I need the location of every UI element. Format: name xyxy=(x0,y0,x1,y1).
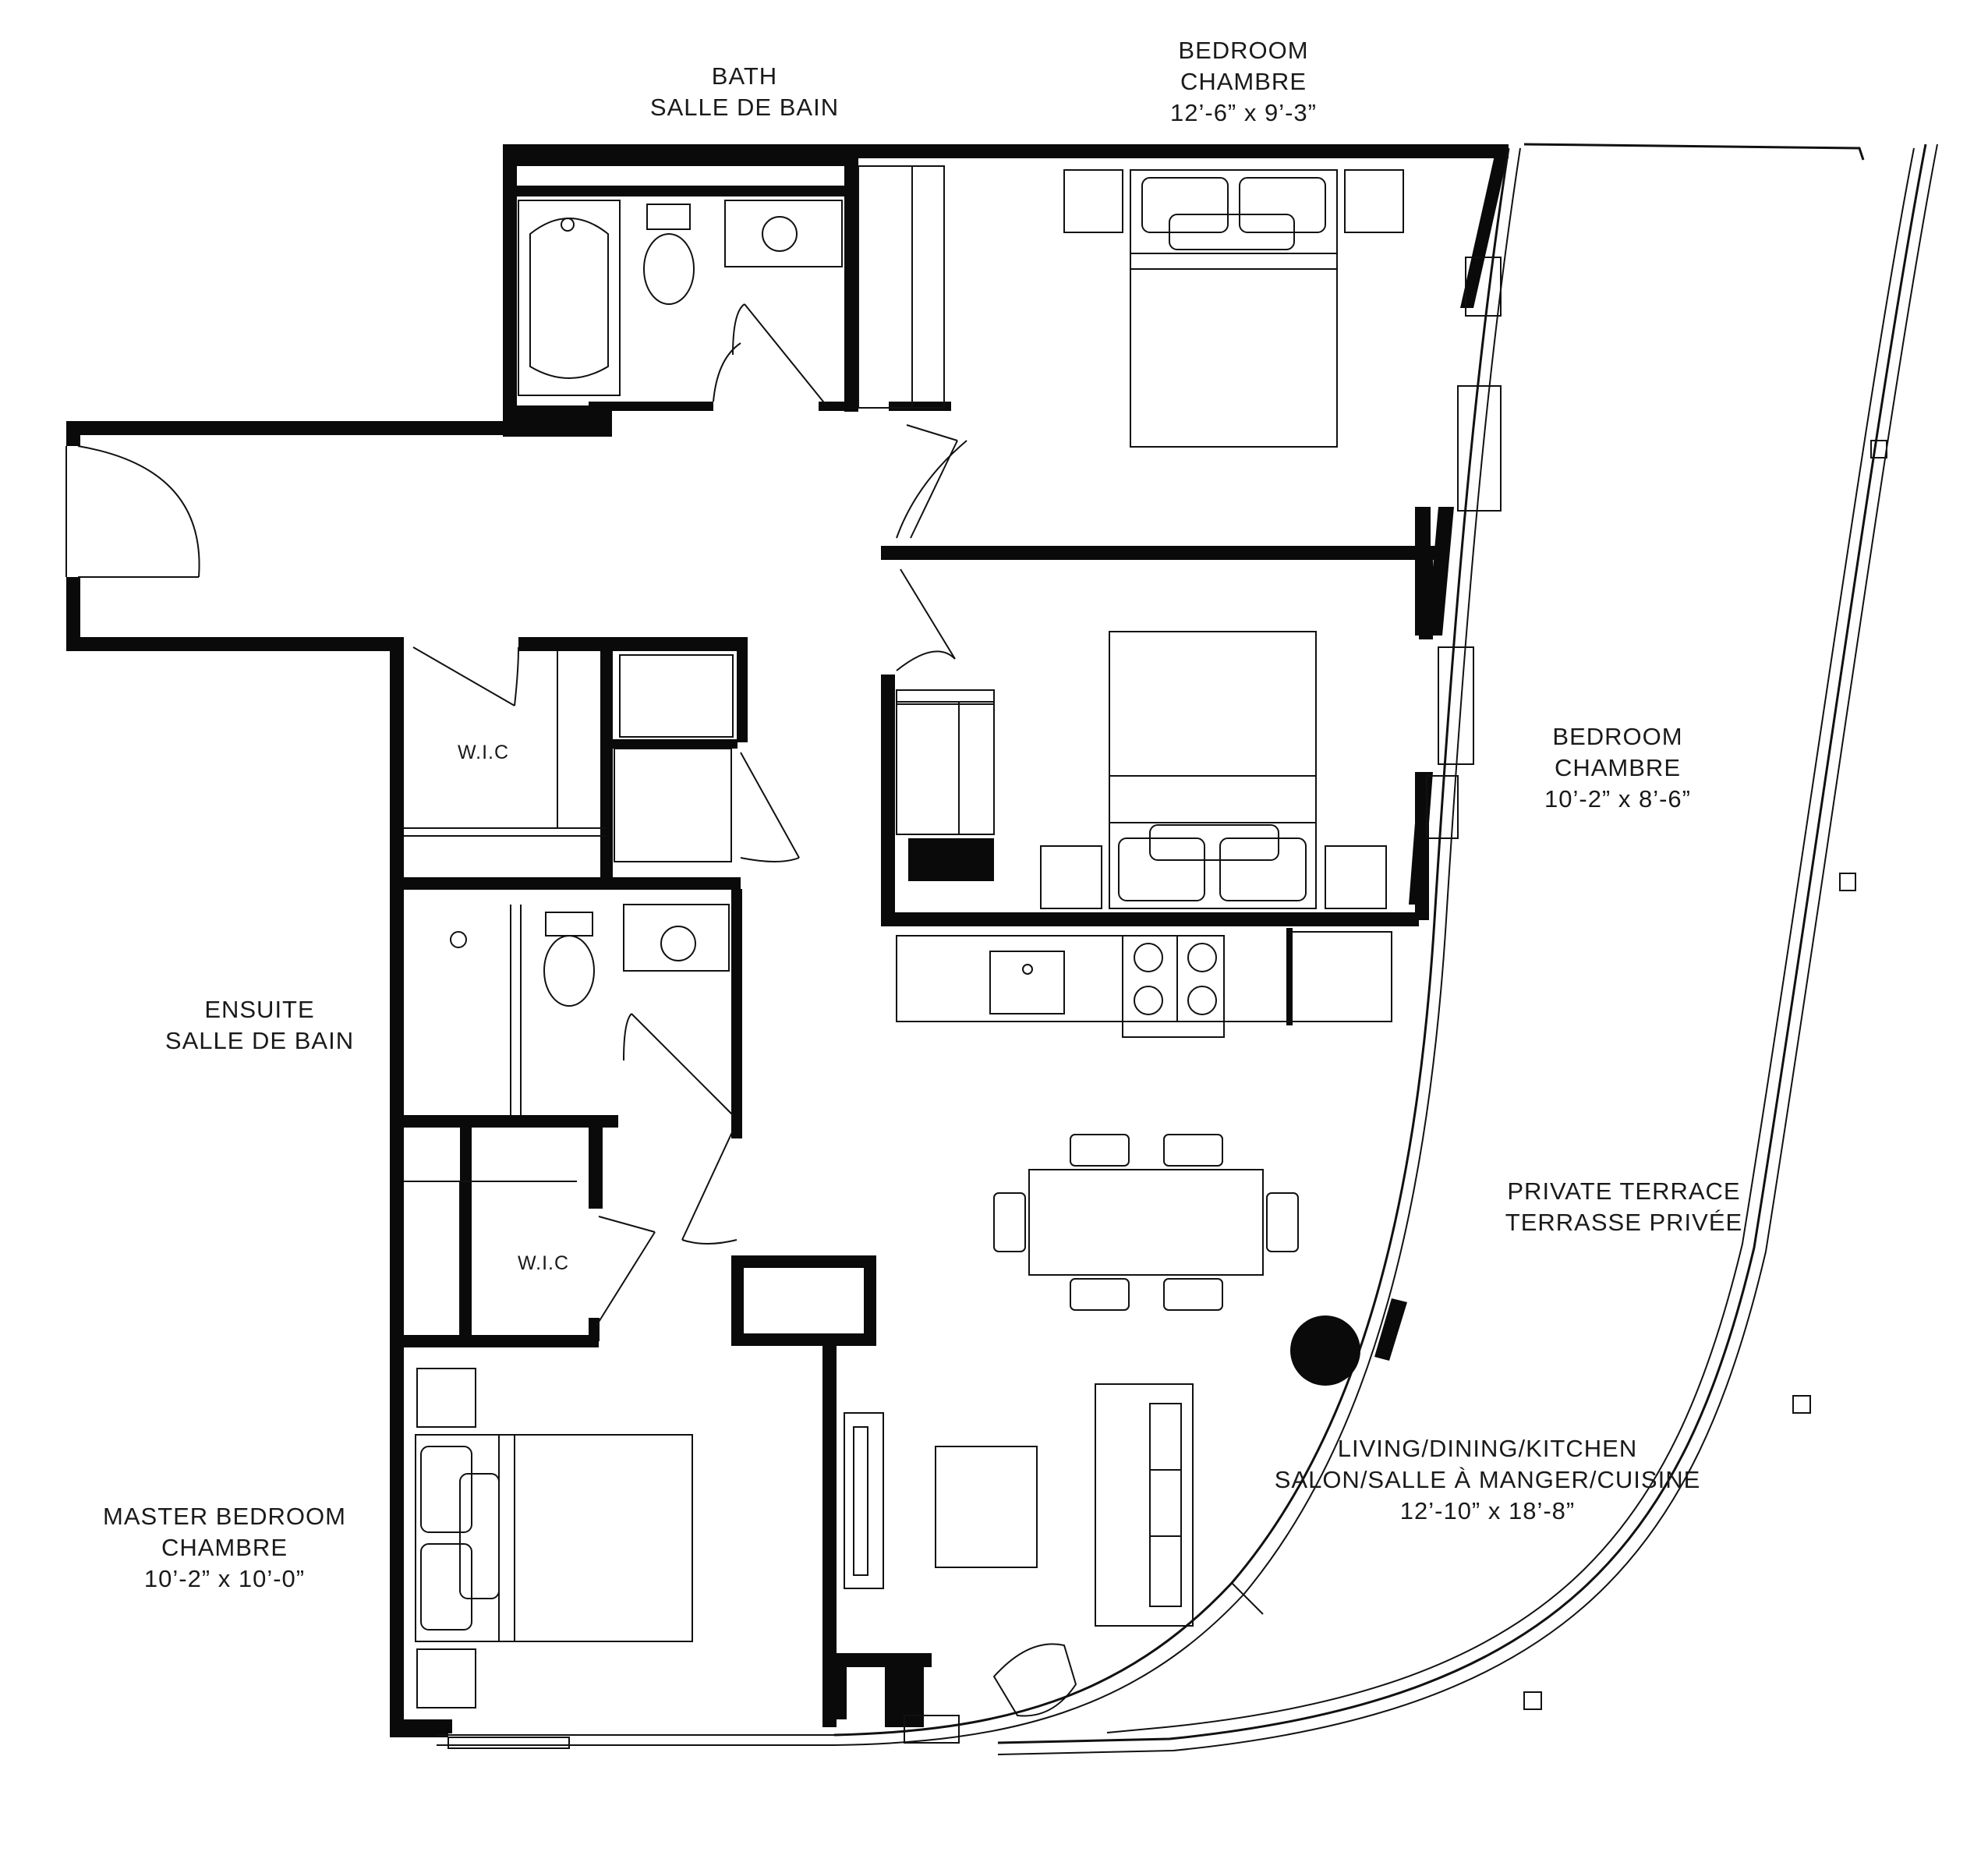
bedroom-right-name-en: BEDROOM xyxy=(1552,723,1683,750)
terrace-label: PRIVATE TERRACE TERRASSE PRIVÉE xyxy=(1505,1176,1742,1238)
ensuite-name-en: ENSUITE xyxy=(204,996,315,1023)
bedroom-top-label: BEDROOM CHAMBRE 12’-6” x 9’-3” xyxy=(1170,35,1317,129)
bedroom-right-name-fr: CHAMBRE xyxy=(1554,754,1681,781)
living-name-en: LIVING/DINING/KITCHEN xyxy=(1337,1435,1638,1462)
ensuite-name-fr: SALLE DE BAIN xyxy=(164,1027,355,1054)
wic-upper-label: W.I.C xyxy=(458,737,509,768)
living-furniture xyxy=(844,1383,1194,1717)
wic-upper-fixtures xyxy=(404,646,800,862)
bedroom-top-furniture xyxy=(896,169,1404,539)
master-furniture xyxy=(415,1368,693,1708)
bedroom-top-name-en: BEDROOM xyxy=(1178,37,1309,64)
dining xyxy=(993,1134,1360,1386)
living-label: LIVING/DINING/KITCHEN SALON/SALLE À MANG… xyxy=(1275,1433,1701,1527)
wic-lower-label: W.I.C xyxy=(518,1248,569,1279)
bedroom-top-dimensions: 12’-6” x 9’-3” xyxy=(1170,99,1317,126)
bath-name-en: BATH xyxy=(711,62,778,90)
living-dimensions: 12’-10” x 18’-8” xyxy=(1399,1497,1576,1524)
wic-lower-fixtures xyxy=(404,1181,656,1335)
window-line xyxy=(437,147,1521,1749)
bedroom-top-name-fr: CHAMBRE xyxy=(1180,68,1307,95)
living-name-fr: SALON/SALLE À MANGER/CUISINE xyxy=(1274,1466,1701,1493)
terrace-name-fr: TERRASSE PRIVÉE xyxy=(1505,1209,1743,1236)
bath-name-fr: SALLE DE BAIN xyxy=(649,94,840,121)
entry-door xyxy=(65,445,200,578)
bedroom-right-furniture xyxy=(896,568,1387,909)
kitchen xyxy=(896,928,1392,1038)
master-dimensions: 10’-2” x 10’-0” xyxy=(143,1565,306,1592)
ensuite-label: ENSUITE SALLE DE BAIN xyxy=(165,994,354,1057)
master-label: MASTER BEDROOM CHAMBRE 10’-2” x 10’-0” xyxy=(103,1501,346,1595)
bedroom-right-label: BEDROOM CHAMBRE 10’-2” x 8’-6” xyxy=(1544,721,1691,815)
terrace-name-en: PRIVATE TERRACE xyxy=(1507,1177,1741,1205)
master-name-fr: CHAMBRE xyxy=(161,1534,288,1561)
terrace-outline xyxy=(997,143,1938,1755)
wic-upper-name: W.I.C xyxy=(457,742,510,763)
bath-label: BATH SALLE DE BAIN xyxy=(650,61,839,123)
wic-lower-name: W.I.C xyxy=(517,1252,570,1274)
walls xyxy=(66,144,1509,1737)
bath-fixtures xyxy=(518,165,945,409)
bedroom-right-dimensions: 10’-2” x 8’-6” xyxy=(1544,785,1691,813)
master-name-en: MASTER BEDROOM xyxy=(103,1503,346,1530)
ensuite-fixtures xyxy=(450,904,738,1245)
